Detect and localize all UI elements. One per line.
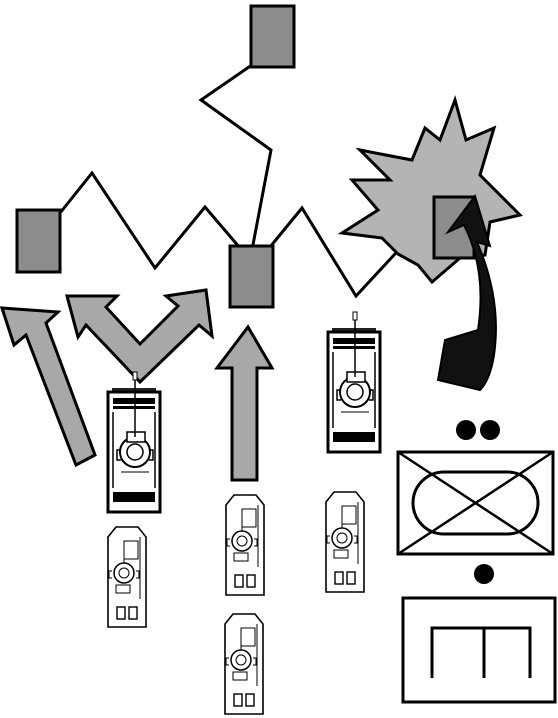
curved-attack-arrow-icon: [436, 193, 497, 392]
tank-icon-right: [326, 310, 382, 454]
explosion-burst-icon: [337, 95, 523, 285]
armored-personnel-carrier-icon-4: [325, 491, 365, 593]
objective-box-icon-top: [249, 4, 296, 69]
objective-box-icon-center: [228, 244, 275, 309]
advance-arrow-icon-fork: [65, 288, 214, 385]
unit-size-dot-icon-2: [480, 420, 500, 440]
unit-size-dot-icon-1: [456, 420, 476, 440]
armor-unit-symbol-icon: [396, 450, 555, 556]
unit-size-dot-icon-3: [474, 564, 494, 584]
objective-box-icon-left: [15, 208, 62, 274]
tank-icon-left: [106, 370, 162, 514]
advance-arrow-icon-diagonal: [0, 306, 97, 468]
support-unit-symbol-icon: [401, 596, 557, 704]
armored-personnel-carrier-icon-3: [224, 613, 264, 715]
armored-personnel-carrier-icon-1: [107, 526, 147, 628]
route-branch-line: [198, 56, 273, 251]
armored-personnel-carrier-icon-2: [225, 494, 265, 596]
advance-arrow-icon-vertical: [213, 324, 275, 482]
